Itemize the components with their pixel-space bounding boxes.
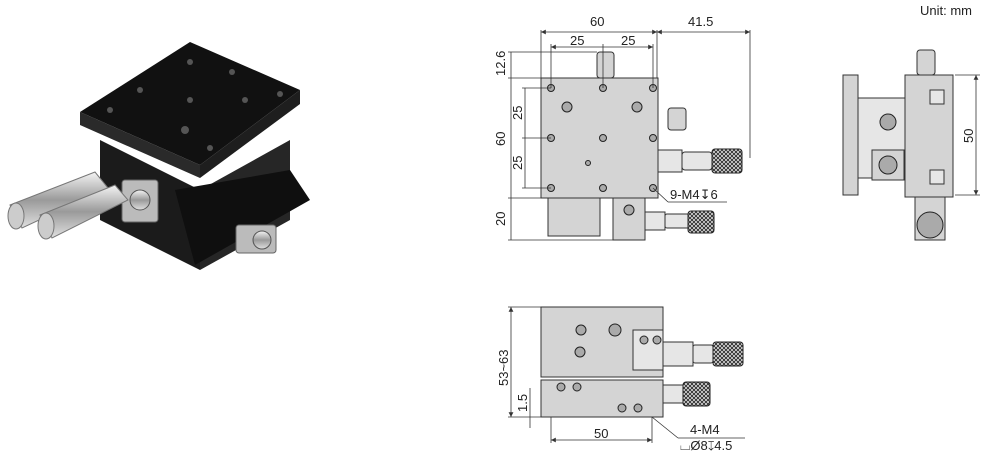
front-view: 60 41.5 25 25 12.6 60 25 25 20 9-M4↧6	[493, 14, 751, 241]
dim-pitch-x2: 25	[621, 33, 635, 48]
hole-callout-2: ⌴Ø8↧4.5	[680, 438, 732, 453]
top-knob	[596, 51, 615, 79]
dim-width: 60	[590, 14, 604, 29]
dim-pitch-y1: 25	[510, 106, 525, 120]
product-photo	[7, 42, 310, 270]
base	[175, 170, 310, 265]
dim-offset: 1.5	[515, 394, 530, 412]
micrometer-2	[37, 184, 129, 240]
dim-overhang: 41.5	[688, 14, 713, 29]
hole-callout-1: 4-M4	[690, 422, 720, 437]
bottom-view: 53~63 1.5 50 4-M4 ⌴Ø8↧4.5	[496, 306, 745, 453]
top-plate	[80, 42, 300, 165]
dim-height-range: 53~63	[496, 349, 511, 386]
unit-label: Unit: mm	[920, 3, 972, 18]
dim-pitch-x1: 25	[570, 33, 584, 48]
dim-bottom-depth: 20	[493, 212, 508, 226]
dim-knob-height: 12.6	[493, 51, 508, 76]
hole-callout: 9-M4↧6	[670, 187, 718, 202]
dim-pitch-y2: 25	[510, 156, 525, 170]
side-knob	[667, 107, 687, 131]
dim-side-height: 50	[961, 129, 976, 143]
dim-height: 60	[493, 132, 508, 146]
side-view: 50	[842, 49, 980, 241]
dim-hole-pitch: 50	[594, 426, 608, 441]
micrometer-knurl	[711, 148, 743, 174]
